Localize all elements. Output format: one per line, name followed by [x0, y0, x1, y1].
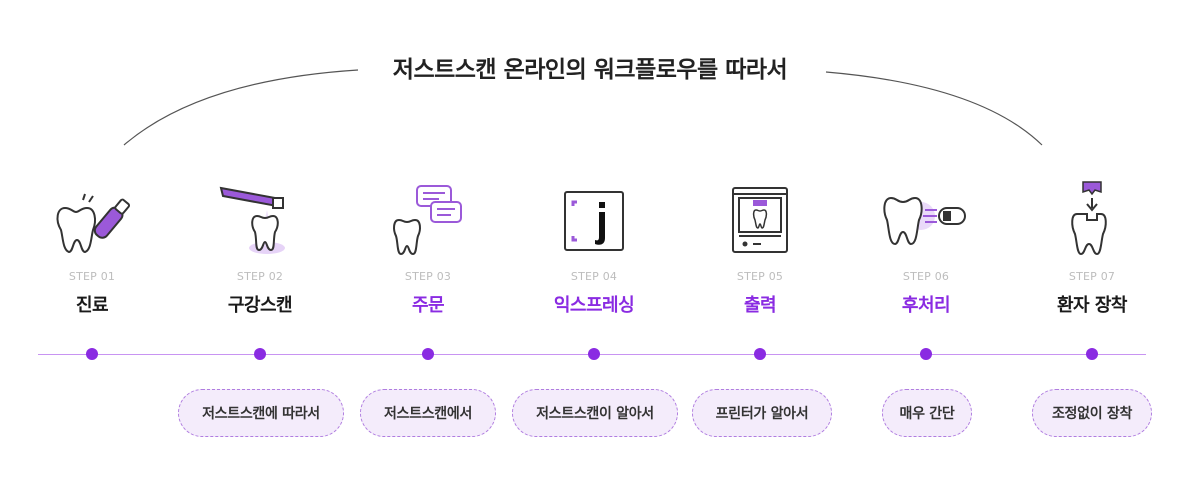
- step-2-pill: 저스트스캔에 따라서: [178, 389, 344, 437]
- timeline-dot: [86, 348, 98, 360]
- step-number: STEP 02: [236, 270, 284, 283]
- step-name: 출력: [743, 295, 777, 316]
- intraoral-scanner-icon: [219, 186, 285, 254]
- step-number: STEP 03: [404, 270, 452, 283]
- step-7: STEP 07 환자 장착: [1017, 180, 1167, 317]
- timeline-dot: [422, 348, 434, 360]
- timeline-dot: [754, 348, 766, 360]
- step-3: STEP 03 주문: [353, 180, 503, 317]
- step-6: STEP 06 후처리: [851, 180, 1001, 317]
- timeline-dot: [588, 348, 600, 360]
- step-number: STEP 01: [68, 270, 116, 283]
- step-6-pill: 매우 간단: [882, 389, 972, 437]
- page-title: 저스트스캔 온라인의 워크플로우를 따라서: [392, 57, 788, 83]
- step-number: STEP 06: [902, 270, 950, 283]
- step-1: STEP 01 진료: [17, 180, 167, 317]
- step-4-pill: 저스트스캔이 알아서: [512, 389, 678, 437]
- timeline-dot: [1086, 348, 1098, 360]
- justscan-logo-icon: [564, 191, 624, 251]
- step-number: STEP 07: [1068, 270, 1116, 283]
- step-number: STEP 05: [736, 270, 784, 283]
- timeline-dot: [254, 348, 266, 360]
- step-name: 후처리: [901, 295, 951, 316]
- crown-fitting-icon: [1071, 181, 1107, 256]
- step-2: STEP 02 구강스캔: [185, 180, 335, 317]
- step-name: 구강스캔: [227, 295, 293, 316]
- step-name: 환자 장착: [1056, 295, 1128, 316]
- step-4: STEP 04 익스프레싱: [519, 180, 669, 317]
- step-3-pill: 저스트스캔에서: [360, 389, 496, 437]
- 3d-printer-icon: [732, 187, 788, 253]
- step-name: 진료: [75, 295, 109, 316]
- step-name: 익스프레싱: [553, 295, 635, 316]
- step-number: STEP 04: [570, 270, 618, 283]
- step-7-pill: 조정없이 장착: [1032, 389, 1152, 437]
- workflow-arc: [123, 69, 1043, 146]
- timeline-dot: [920, 348, 932, 360]
- step-name: 주문: [411, 295, 445, 316]
- step-5: STEP 05 출력: [685, 180, 835, 317]
- tooth-drill-icon: [56, 193, 131, 254]
- curing-light-icon: [883, 196, 966, 246]
- step-5-pill: 프린터가 알아서: [692, 389, 832, 437]
- chat-order-icon: [393, 185, 462, 256]
